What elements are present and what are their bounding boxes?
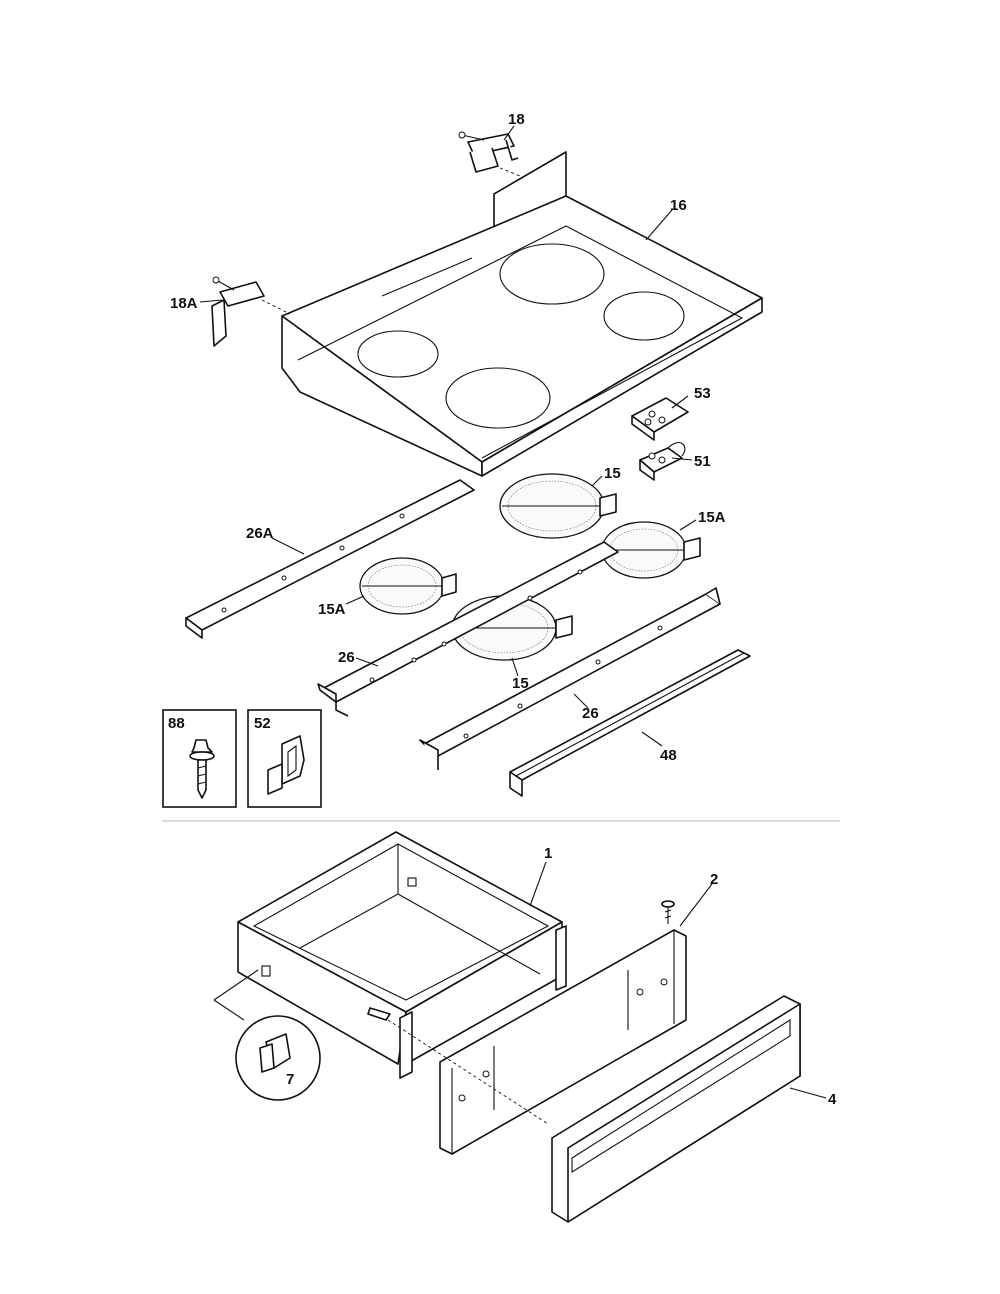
bottom-leader-lines — [529, 861, 827, 1099]
side-bracket-18A — [211, 276, 291, 347]
cooktop-16 — [281, 151, 763, 477]
callout-52: 52 — [254, 715, 271, 732]
callout-15A-right: 15A — [698, 509, 726, 526]
support-rail-26-right — [419, 587, 721, 770]
callout-18A: 18A — [170, 295, 198, 312]
heating-element-15-top — [499, 473, 617, 539]
top-leader-lines — [199, 125, 697, 747]
support-rail-26A — [185, 479, 475, 639]
callout-18: 18 — [508, 111, 525, 128]
drawer-body-1 — [237, 831, 567, 1079]
callout-labels: 18 16 18A 53 51 15 15A 26A 15A 26 15 26 … — [168, 111, 837, 1108]
callout-4: 4 — [828, 1091, 837, 1108]
drawer-front-4 — [551, 995, 801, 1223]
callout-51: 51 — [694, 453, 711, 470]
callout-15A-left: 15A — [318, 601, 346, 618]
callout-1: 1 — [544, 845, 552, 862]
heating-element-15A-left — [359, 557, 457, 615]
rear-bracket-18 — [458, 131, 531, 181]
callout-15-top: 15 — [604, 465, 621, 482]
callout-16: 16 — [670, 197, 687, 214]
callout-26-right: 26 — [582, 705, 599, 722]
callout-26-left: 26 — [338, 649, 355, 666]
callout-48: 48 — [660, 747, 677, 764]
callout-2: 2 — [710, 871, 718, 888]
callout-26A: 26A — [246, 525, 274, 542]
inset-box-52 — [247, 709, 322, 808]
inset-box-88 — [162, 709, 237, 808]
callout-88: 88 — [168, 715, 185, 732]
drawer-front-panel — [387, 929, 687, 1155]
clip-detail-7 — [213, 969, 321, 1101]
screw-2 — [661, 900, 675, 924]
callout-7: 7 — [286, 1071, 294, 1088]
callout-15-bottom: 15 — [512, 675, 529, 692]
callout-53: 53 — [694, 385, 711, 402]
heating-element-15A-right — [601, 521, 701, 579]
terminal-cover-53 — [631, 397, 689, 441]
trim-strip-48 — [509, 649, 751, 797]
terminal-block-51 — [639, 442, 686, 481]
support-rail-26-left — [317, 541, 619, 717]
